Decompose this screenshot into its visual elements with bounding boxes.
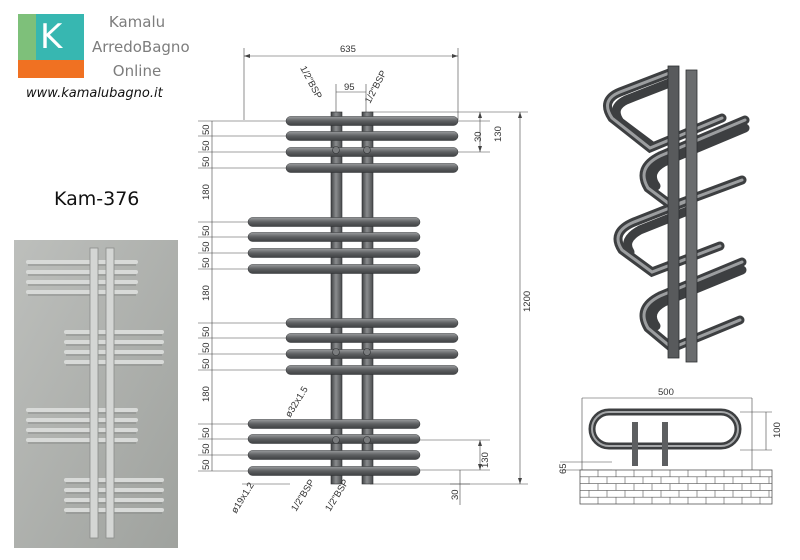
bar-pitch-label: 50 <box>201 124 212 135</box>
bottom-gap-dimension: 30 <box>450 489 461 500</box>
thread-top-right: 1/2"BSP <box>363 69 389 106</box>
collector-left <box>330 111 343 485</box>
bar-pitch-label: 50 <box>201 241 212 252</box>
bottom-pitch-dimension: 130 <box>480 452 491 468</box>
group-gap-label: 180 <box>201 386 212 402</box>
logo-letter: K <box>40 17 64 57</box>
towel-bar <box>285 116 459 126</box>
pitch-labels: 50 50 50 50 50 50 50 50 50 50 50 50 180 180 180 <box>201 124 212 470</box>
group-gap-label: 180 <box>201 184 212 200</box>
pipe-joint <box>332 436 340 444</box>
collector-diameter: ø32x1.5 <box>283 385 311 420</box>
top-pitch-dimension: 130 <box>493 126 504 142</box>
isometric-view <box>603 65 750 363</box>
towel-bar <box>285 318 459 328</box>
model-code: Kam-376 <box>54 188 140 210</box>
pipe-joint <box>363 436 371 444</box>
towel-bar <box>285 365 459 375</box>
brand-logo: K <box>18 14 84 78</box>
website-link[interactable]: www.kamalubagno.it <box>26 86 163 101</box>
brand-name-line-2: ArredoBagno <box>92 38 190 56</box>
towel-bar <box>247 217 421 227</box>
thread-top-left: 1/2"BSP <box>297 64 323 101</box>
bar-pitch-label: 50 <box>201 443 212 454</box>
bar-pitch-label: 50 <box>201 156 212 167</box>
pipe-joint <box>363 348 371 356</box>
towel-bar <box>285 333 459 343</box>
pipe-joint <box>332 348 340 356</box>
towel-bar <box>247 232 421 242</box>
width-dimension: 635 <box>340 44 356 55</box>
towel-bar <box>285 147 459 157</box>
bar-pitch-label: 50 <box>201 358 212 369</box>
brand-name-line-3: Online <box>112 62 162 80</box>
group-gap-label: 180 <box>201 285 212 301</box>
pipe-joint <box>332 146 340 154</box>
thread-bottom-left: 1/2"BSP <box>289 478 317 514</box>
side-offset-dimension: 65 <box>558 463 569 474</box>
bar-pitch-label: 50 <box>201 342 212 353</box>
towel-bars <box>247 116 459 476</box>
side-depth-dimension: 100 <box>772 422 783 438</box>
towel-bar <box>247 466 421 476</box>
bar-pitch-label: 50 <box>201 427 212 438</box>
towel-bar <box>285 131 459 141</box>
height-dimension: 1200 <box>522 291 533 312</box>
bar-pitch-label: 50 <box>201 257 212 268</box>
top-gap-dimension: 30 <box>473 131 484 142</box>
bar-diameter: ø19x1.2 <box>229 481 257 516</box>
towel-bar <box>247 450 421 460</box>
product-photo <box>14 240 178 548</box>
bar-pitch-label: 50 <box>201 459 212 470</box>
towel-bar <box>247 264 421 274</box>
bar-pitch-label: 50 <box>201 140 212 151</box>
towel-bar <box>247 248 421 258</box>
inner-dimension: 95 <box>344 82 355 93</box>
towel-bar <box>247 419 421 429</box>
side-view: 500 100 65 <box>558 387 783 505</box>
towel-bar <box>285 163 459 173</box>
collector-right <box>361 111 374 485</box>
bar-pitch-label: 50 <box>201 225 212 236</box>
pipe-joint <box>363 146 371 154</box>
brand-name-line-1: Kamalu <box>108 13 166 31</box>
side-width-dimension: 500 <box>658 387 674 398</box>
towel-bar <box>285 349 459 359</box>
bar-pitch-label: 50 <box>201 326 212 337</box>
